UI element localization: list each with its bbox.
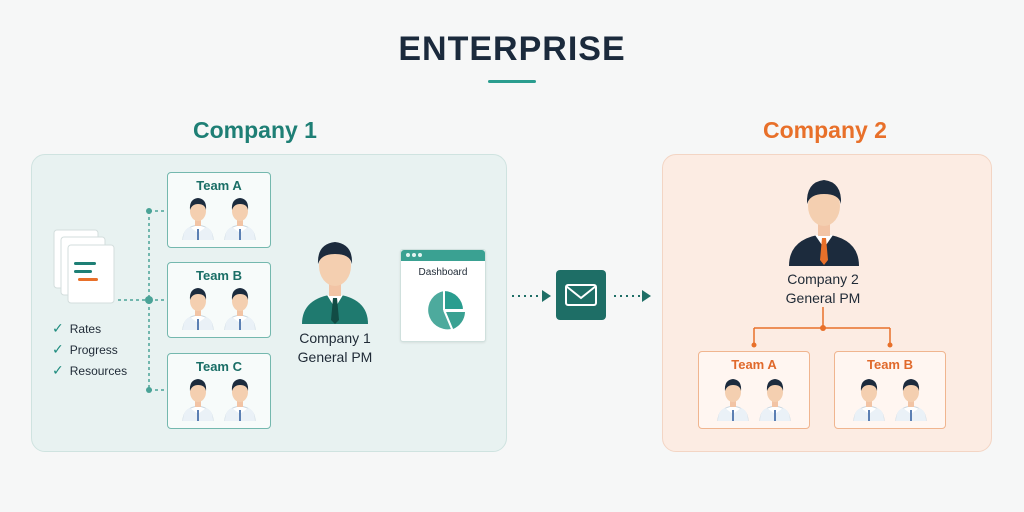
team-member-icon	[757, 377, 793, 426]
company1-team-a-card: Team A	[167, 172, 271, 248]
team-label: Team C	[196, 359, 242, 374]
check-icon: ✓	[52, 320, 64, 336]
documents-icon	[53, 229, 115, 304]
team-member-icon	[222, 377, 258, 426]
company2-pm-avatar	[789, 180, 859, 266]
dashboard-label: Dashboard	[418, 267, 468, 278]
dashboard-card: Dashboard	[400, 249, 486, 342]
team-member-icon	[180, 377, 216, 426]
team-member-icon	[222, 196, 258, 245]
team-members	[699, 377, 809, 426]
company2-team-a-card: Team A	[698, 351, 810, 429]
team-label: Team A	[731, 357, 777, 372]
team-label: Team B	[867, 357, 913, 372]
pie-chart-icon	[428, 291, 465, 330]
company1-team-c-card: Team C	[167, 353, 271, 429]
team-label: Team A	[196, 178, 242, 193]
check-icon: ✓	[52, 362, 64, 378]
company1-team-b-card: Team B	[167, 262, 271, 338]
page-title: ENTERPRISE	[398, 30, 626, 68]
company1-pm-avatar	[302, 242, 368, 324]
team-member-icon	[222, 286, 258, 335]
company1-heading: Company 1	[193, 117, 317, 143]
email-icon	[556, 270, 606, 320]
company2-heading: Company 2	[763, 117, 887, 143]
team-member-icon	[180, 286, 216, 335]
company2-pm-label: Company 2 General PM	[785, 271, 861, 306]
checklist-item-rates: ✓Rates	[52, 320, 102, 336]
team-members	[835, 377, 945, 426]
check-icon: ✓	[52, 341, 64, 357]
team-members	[168, 377, 270, 426]
checklist-item-resources: ✓Resources	[52, 362, 128, 378]
team-members	[168, 196, 270, 245]
company1-pm-label: Company 1 General PM	[297, 330, 373, 365]
dashboard-titlebar	[401, 250, 485, 261]
team-member-icon	[180, 196, 216, 245]
team-member-icon	[893, 377, 929, 426]
team-member-icon	[715, 377, 751, 426]
checklist-item-progress: ✓Progress	[52, 341, 118, 357]
team-label: Team B	[196, 268, 242, 283]
team-members	[168, 286, 270, 335]
company2-team-b-card: Team B	[834, 351, 946, 429]
team-member-icon	[851, 377, 887, 426]
title-underline	[488, 80, 536, 83]
